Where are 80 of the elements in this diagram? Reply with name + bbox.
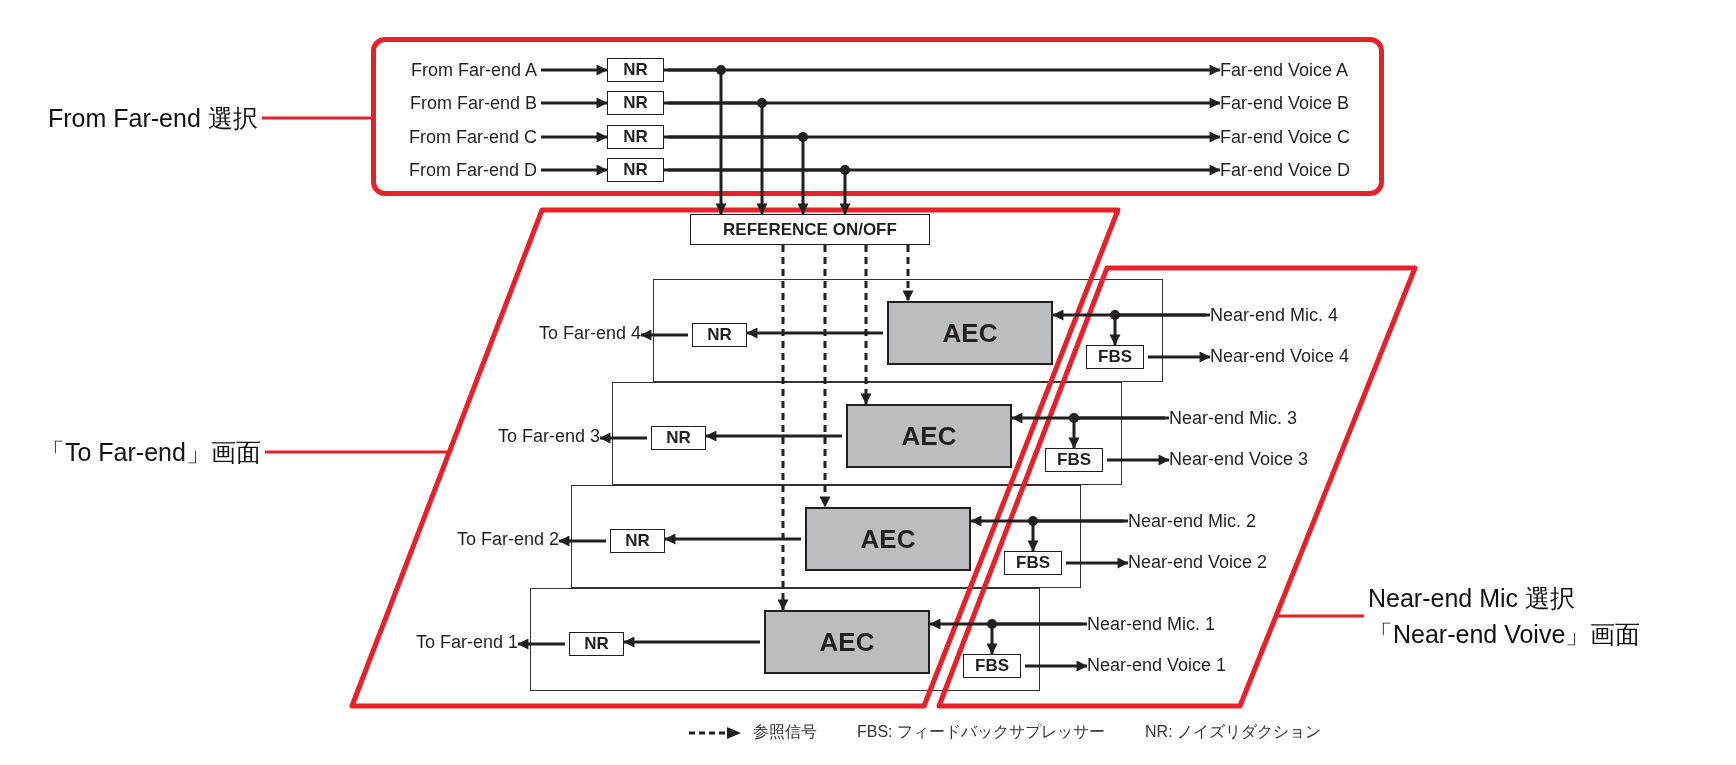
- signal-label: To Far-end 1: [390, 630, 518, 654]
- processing-block: FBS: [1086, 345, 1144, 369]
- signal-label: Near-end Voice 1: [1087, 653, 1227, 677]
- channel-panel: [612, 382, 1122, 485]
- group-frame: [371, 37, 1384, 196]
- signal-label: To Far-end 3: [472, 424, 600, 448]
- signal-label: Near-end Voice 4: [1210, 344, 1350, 368]
- arrow: [1068, 416, 1169, 449]
- processing-block: NR: [607, 91, 664, 115]
- signal-label: Near-end Voice 3: [1169, 447, 1309, 471]
- section-label: 「To Far-end」画面: [40, 434, 261, 470]
- signal-label: From Far-end C: [380, 125, 537, 149]
- arrow: [664, 533, 801, 545]
- note-text: NR: ノイズリダクション: [1145, 722, 1321, 742]
- dashed-arrow: [819, 245, 831, 508]
- signal-label: Near-end Mic. 4: [1210, 303, 1339, 327]
- arrow: [986, 622, 1087, 655]
- arrow: [664, 168, 851, 215]
- arrow: [599, 432, 647, 444]
- signal-label: Near-end Mic. 2: [1128, 509, 1257, 533]
- dashed-arrow: [860, 245, 872, 405]
- arrow: [1107, 454, 1170, 466]
- arrow: [623, 636, 760, 648]
- signal-label: Far-end Voice A: [1220, 58, 1349, 82]
- signal-label: Near-end Voice 2: [1128, 550, 1268, 574]
- arrow: [541, 64, 608, 76]
- note-text: FBS: フィードバックサプレッサー: [857, 722, 1105, 742]
- aec-block: AEC: [846, 404, 1012, 468]
- processing-block: FBS: [1004, 551, 1062, 575]
- section-label: Near-end Mic 選択: [1368, 583, 1576, 614]
- processing-block: NR: [607, 158, 664, 182]
- processing-block: NR: [692, 323, 747, 347]
- dashed-arrow: [902, 245, 914, 302]
- processing-block: FBS: [963, 654, 1021, 678]
- processing-block: NR: [610, 529, 665, 553]
- processing-block: NR: [569, 632, 624, 656]
- signal-label: Far-end Voice C: [1220, 125, 1351, 149]
- signal-label: From Far-end A: [380, 58, 537, 82]
- arrow: [1066, 557, 1129, 569]
- section-label: 「Near-end Voive」画面: [1368, 619, 1641, 650]
- signal-label: Far-end Voice D: [1220, 158, 1351, 182]
- arrow: [541, 131, 608, 143]
- aec-block: AEC: [887, 301, 1053, 365]
- processing-block: NR: [651, 426, 706, 450]
- arrow: [664, 68, 727, 215]
- signal-label: To Far-end 2: [431, 527, 559, 551]
- arrow: [1025, 660, 1088, 672]
- signal-label: From Far-end B: [380, 91, 537, 115]
- signal-label: To Far-end 4: [513, 321, 641, 345]
- aec-block: AEC: [805, 507, 971, 571]
- arrow: [1148, 351, 1211, 363]
- processing-block: NR: [607, 125, 664, 149]
- signal-label: Near-end Mic. 1: [1087, 612, 1216, 636]
- processing-block: FBS: [1045, 448, 1103, 472]
- section-label: From Far-end 選択: [48, 100, 258, 136]
- arrow: [541, 164, 608, 176]
- dashed-arrow: [777, 245, 789, 611]
- reference-switch-box: REFERENCE ON/OFF: [690, 214, 930, 245]
- arrow: [1109, 313, 1210, 346]
- channel-panel: [530, 588, 1040, 691]
- arrow: [705, 430, 842, 442]
- processing-block: NR: [607, 58, 664, 82]
- arrow: [746, 327, 883, 339]
- arrow: [640, 329, 688, 341]
- signal-label: Far-end Voice B: [1220, 91, 1350, 115]
- arrow: [1027, 519, 1128, 552]
- arrow: [558, 535, 606, 547]
- legend-label: 参照信号: [753, 722, 817, 742]
- channel-panel: [653, 279, 1163, 382]
- arrow: [517, 638, 565, 650]
- leader-line: [1276, 614, 1364, 618]
- arrow: [664, 135, 809, 215]
- channel-panel: [571, 485, 1081, 588]
- leader-line: [264, 450, 450, 454]
- aec-block: AEC: [764, 610, 930, 674]
- leader-line: [261, 116, 371, 120]
- arrow: [664, 101, 768, 215]
- arrow: [541, 97, 608, 109]
- signal-label: Near-end Mic. 3: [1169, 406, 1298, 430]
- signal-label: From Far-end D: [380, 158, 537, 182]
